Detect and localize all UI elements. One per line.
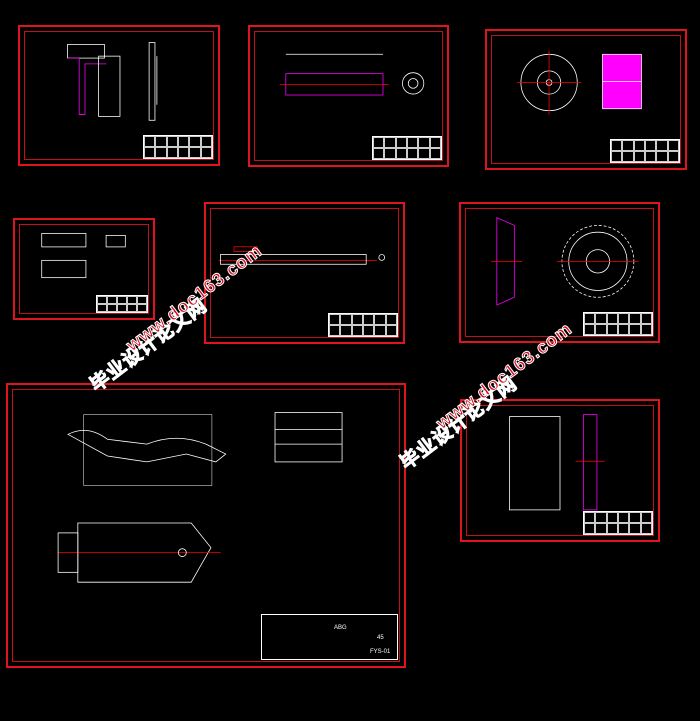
part-drawing — [279, 53, 425, 96]
title-block: ABG 45 FYS-01 — [261, 614, 398, 660]
drawing-sheet-3[interactable] — [485, 29, 687, 170]
drawing-number: FYS-01 — [370, 649, 391, 655]
sheet-border — [254, 31, 443, 161]
drawing-sheet-7[interactable]: ABG 45 FYS-01 — [6, 383, 406, 668]
drawing-sheet-6[interactable] — [459, 202, 660, 343]
drawing-sheet-4[interactable] — [13, 218, 155, 320]
part-drawing — [41, 233, 126, 279]
sheet-border — [466, 405, 654, 536]
sheet-border — [465, 208, 654, 337]
drawing-sheet-2[interactable] — [248, 25, 449, 167]
sheet-border — [19, 224, 149, 314]
sheet-border — [210, 208, 399, 338]
drawing-sheet-5[interactable] — [204, 202, 405, 344]
drawing-sheet-1[interactable] — [18, 25, 220, 166]
part-drawing — [57, 412, 343, 583]
part-drawing — [517, 50, 642, 115]
title-block — [328, 313, 398, 337]
title-block — [583, 312, 653, 336]
scale-label: 45 — [377, 635, 384, 641]
part-drawing — [509, 414, 605, 511]
title-block — [372, 136, 442, 160]
title-block — [143, 135, 213, 159]
material-label: ABG — [334, 625, 347, 631]
title-block — [96, 295, 148, 313]
sheet-border — [491, 35, 681, 164]
part-drawing — [218, 246, 386, 265]
title-block — [583, 511, 653, 535]
drawing-sheet-8[interactable] — [460, 399, 660, 542]
sheet-border — [24, 31, 214, 160]
part-drawing — [67, 42, 158, 121]
sheet-border — [12, 389, 400, 662]
title-block — [610, 139, 680, 163]
part-drawing — [491, 217, 639, 306]
